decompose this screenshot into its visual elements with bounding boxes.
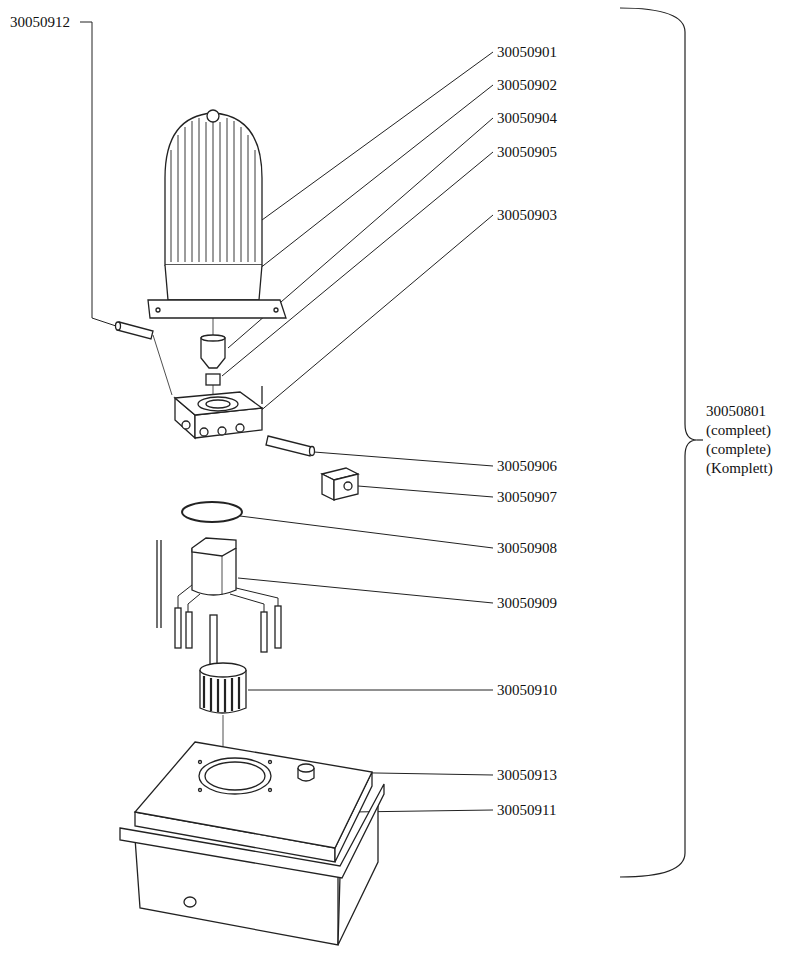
leader-lines (80, 22, 493, 812)
o-ring (182, 502, 242, 522)
callout-number: 30050906 (497, 457, 557, 476)
coupling (201, 335, 225, 396)
assembly-number: 30050801 (compleet) (complete) (Komplett… (706, 402, 784, 478)
callout-number: 30050903 (497, 206, 557, 225)
motor (148, 110, 286, 335)
valve-parts (266, 436, 358, 500)
callout-number: 30050909 (497, 594, 557, 613)
callout-number: 30050907 (497, 488, 557, 507)
callout-number: 30050911 (497, 801, 556, 820)
callout-number: 30050901 (497, 43, 557, 62)
pin (116, 322, 173, 395)
tank (120, 742, 384, 945)
callout-number: 30050912 (10, 13, 70, 32)
callout-number: 30050910 (497, 681, 557, 700)
callout-number: 30050905 (497, 143, 557, 162)
manifold-block (175, 386, 262, 438)
callout-number: 30050908 (497, 539, 557, 558)
callout-number: 30050913 (497, 766, 557, 785)
callout-number: 30050904 (497, 109, 557, 128)
pump-body (157, 538, 281, 665)
callout-number: 30050902 (497, 76, 557, 95)
bracket (620, 8, 697, 877)
